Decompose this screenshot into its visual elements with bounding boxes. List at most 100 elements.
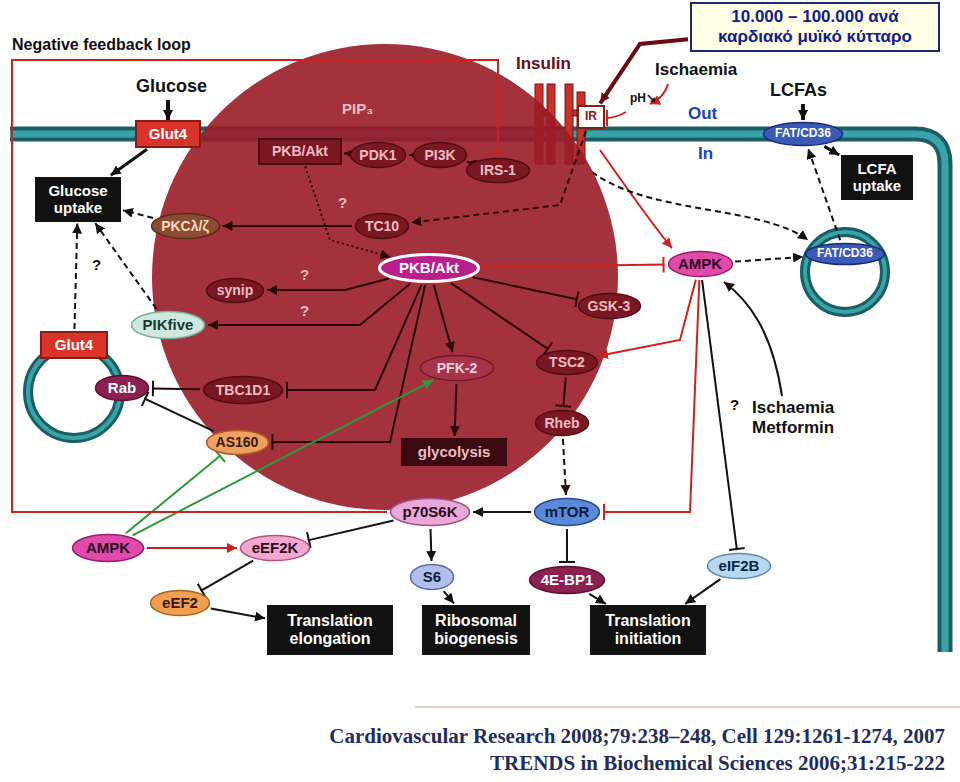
connector	[147, 547, 237, 549]
vesicle	[805, 232, 885, 312]
process-box: Glut4	[135, 120, 201, 148]
ellipse-shape	[96, 376, 149, 401]
connector	[95, 223, 156, 309]
ph-inhibition	[606, 112, 626, 118]
process-box: Ribosomal biogenesis	[422, 605, 530, 655]
node-text: mTOR	[545, 503, 590, 520]
node-text: Ribosomal biogenesis	[430, 612, 522, 649]
connector	[409, 154, 410, 156]
ellipse-shape	[668, 252, 732, 277]
ellipse-shape	[73, 535, 144, 562]
protein-ellipse: PIKfive	[130, 310, 206, 340]
annotation-label: pH↘	[630, 92, 656, 106]
protein-ellipse: eIF2B	[706, 552, 772, 580]
node-text: LCFA uptake	[849, 160, 905, 195]
ellipse-shape	[708, 554, 771, 579]
node-text: Glucose uptake	[43, 182, 113, 217]
connector	[824, 146, 839, 155]
node-text: FAT/CD36	[817, 247, 873, 261]
ellipse-shape	[421, 356, 494, 381]
connector	[74, 223, 77, 329]
ellipse-shape	[414, 143, 467, 168]
node-text: AMPK	[86, 539, 130, 556]
node-text: eIF2B	[719, 557, 760, 574]
connector	[473, 511, 531, 513]
node-text: 10.000 – 100.000 ανά καρδιακό μυϊκό κύττ…	[698, 7, 932, 46]
node-text: PKCλ/ζ	[161, 218, 209, 234]
annotation-label: Negative feedback loop	[12, 36, 191, 54]
connector	[267, 278, 389, 290]
protein-ellipse: 4E-BP1	[528, 565, 606, 595]
protein-ellipse: Rheb	[534, 409, 590, 437]
connector	[344, 152, 347, 154]
node-text: eEF2K	[252, 539, 299, 556]
ellipse-shape	[207, 278, 264, 302]
node-text: TSC2	[549, 354, 585, 370]
node-text: p70S6K	[402, 503, 457, 520]
process-box: glycolysis	[401, 438, 507, 466]
glucose-arrow	[166, 100, 170, 120]
connector	[735, 257, 803, 262]
connector	[563, 439, 566, 495]
process-box: LCFA uptake	[841, 155, 913, 200]
ellipse-shape	[536, 411, 589, 436]
annotation-label: Out	[688, 104, 717, 124]
protein-ellipse: p70S6K	[389, 497, 471, 527]
protein-ellipse: eEF2K	[239, 534, 311, 562]
process-box: IR	[577, 105, 605, 129]
protein-ellipse: synip	[205, 277, 265, 304]
ellipse-shape	[535, 499, 600, 526]
connector	[482, 265, 665, 268]
connector	[201, 561, 253, 591]
node-text: 4E-BP1	[541, 571, 594, 588]
node-text: PKB/Akt	[272, 143, 328, 159]
connector	[12, 60, 498, 512]
connector	[286, 285, 422, 390]
annotation-label: LCFAs	[770, 80, 827, 101]
connector	[211, 609, 265, 619]
node-text: Glut4	[55, 336, 93, 353]
ellipse-shape	[151, 591, 210, 616]
protein-ellipse: TC10	[354, 212, 410, 240]
ellipse-shape	[764, 123, 843, 146]
connector	[223, 225, 353, 227]
node-text: PI3K	[424, 147, 455, 163]
process-box: Translation elongation	[267, 605, 393, 655]
annotation-label: ?	[300, 266, 309, 283]
connector	[111, 149, 147, 175]
protein-ellipse: mTOR	[533, 497, 601, 527]
connector	[455, 384, 457, 436]
annotation-label: Insulin	[516, 54, 571, 74]
connector	[126, 455, 221, 533]
connector	[685, 579, 720, 604]
annotation-label: Ischaemia Metformin	[752, 398, 872, 437]
connector	[467, 161, 468, 163]
protein-ellipse: AMPK	[667, 250, 734, 278]
annotation-label: ?	[730, 396, 739, 413]
node-text: Translation elongation	[275, 612, 385, 649]
lcfa-arrow	[801, 104, 805, 120]
ellipse-shape	[578, 294, 640, 319]
node-text: PFK-2	[437, 360, 477, 376]
ellipse-shape	[356, 214, 409, 239]
process-box: Glut4	[40, 331, 108, 359]
activation-arrow	[724, 282, 782, 396]
node-text: Rab	[108, 379, 136, 396]
reference: Cardiovascular Research 2008;79:238–248,…	[329, 724, 945, 748]
node-text: PDK1	[359, 147, 396, 163]
ellipse-shape	[467, 158, 530, 182]
process-box: 10.000 – 100.000 ανά καρδιακό μυϊκό κύττ…	[690, 2, 940, 52]
ellipse-shape	[241, 536, 310, 561]
ellipse-shape	[391, 499, 470, 526]
protein-ellipse: PI3K	[412, 141, 468, 169]
ellipse-shape	[206, 430, 268, 454]
protein-ellipse: PDK1	[349, 141, 407, 169]
ellipse-shape	[537, 350, 598, 374]
protein-ellipse: AMPK	[71, 533, 145, 563]
protein-ellipse: AS160	[205, 429, 270, 456]
ellipse-shape	[380, 255, 479, 282]
process-box: Translation initiation	[590, 605, 706, 655]
connector	[308, 520, 394, 540]
connector	[430, 529, 433, 561]
node-text: synip	[217, 282, 254, 298]
